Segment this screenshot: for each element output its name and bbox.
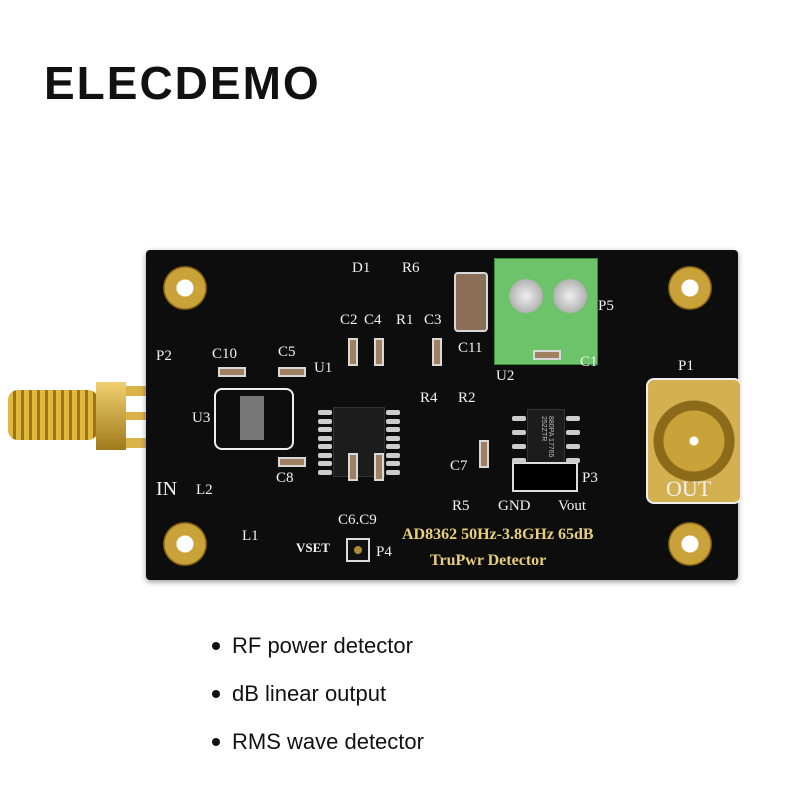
chip-pin [386, 452, 400, 458]
mounting-hole [163, 266, 207, 310]
chip-pin [318, 444, 332, 449]
feature-text: dB linear output [232, 681, 387, 706]
label-in: IN [156, 478, 178, 500]
label-p5: P5 [598, 298, 614, 314]
label-p4: P4 [376, 544, 392, 560]
chip-pin [386, 427, 400, 432]
label-p1: P1 [678, 358, 694, 374]
label-p3: P3 [582, 470, 598, 486]
chip-u1 [333, 407, 385, 477]
bullet-icon [212, 738, 220, 746]
chip-u2: 880PA 17765 252ZTR [527, 409, 565, 471]
label-out: OUT [666, 476, 712, 501]
capacitor-c11 [454, 272, 488, 332]
label-l1: L1 [242, 528, 259, 544]
mounting-hole [668, 266, 712, 310]
chip-pin [512, 444, 526, 449]
label-c11: C11 [458, 340, 483, 356]
label-gnd: GND [498, 498, 531, 514]
chip-pin [386, 461, 400, 466]
chip-pin [318, 427, 332, 432]
label-u2: U2 [496, 368, 515, 384]
feature-text: RF power detector [232, 633, 413, 658]
chip-pin [386, 410, 400, 415]
terminal-block [494, 258, 598, 365]
sma-input-connector [8, 382, 160, 452]
feature-item: RF power detector [212, 622, 424, 670]
label-c6-c9: C6.C9 [338, 512, 377, 528]
feature-item: RMS wave detector [212, 718, 424, 766]
feature-item: dB linear output [212, 670, 424, 718]
label-l2: L2 [196, 482, 213, 498]
chip-pin [566, 444, 580, 449]
mounting-hole [668, 522, 712, 566]
label-r5: R5 [452, 498, 470, 514]
chip-pin [512, 416, 526, 421]
label-r6: R6 [402, 260, 420, 276]
label-c5: C5 [278, 344, 296, 360]
chip-pin [318, 418, 332, 424]
chip-pin [318, 410, 332, 415]
label-c8: C8 [276, 470, 294, 486]
transformer-u3 [214, 388, 294, 450]
label-c10: C10 [212, 346, 238, 362]
label-p2: P2 [156, 348, 172, 364]
label-c2: C2 [340, 312, 358, 328]
chip-pin [318, 461, 332, 466]
chip-pin [566, 430, 580, 435]
label-vset: VSET [296, 540, 330, 555]
label-c7: C7 [450, 458, 468, 474]
chip-pin [386, 435, 400, 441]
board-subtitle: TruPwr Detector [430, 552, 547, 569]
chip-pin [386, 418, 400, 424]
chip-pin [386, 444, 400, 449]
feature-list: RF power detector dB linear output RMS w… [212, 622, 424, 766]
sma-output-connector [646, 378, 742, 504]
label-u3: U3 [192, 410, 211, 426]
chip-pin [512, 430, 526, 435]
feature-text: RMS wave detector [232, 729, 424, 754]
chip-marking: 880PA 17765 252ZTR [540, 416, 554, 458]
board-title: AD8362 50Hz-3.8GHz 65dB [402, 526, 594, 543]
mounting-hole [163, 522, 207, 566]
brand-logo: ELECDEMO [44, 57, 321, 109]
pcb-board: 880PA 17765 252ZTR D1 R6 C2 C4 R1 C3 C11… [146, 250, 742, 580]
label-vout: Vout [558, 498, 587, 514]
label-u1: U1 [314, 360, 333, 376]
header-p3 [512, 462, 578, 492]
chip-pin [512, 458, 526, 463]
chip-pin [386, 469, 400, 475]
label-r2: R2 [458, 390, 476, 406]
label-d1: D1 [352, 260, 371, 276]
label-r1: R1 [396, 312, 414, 328]
bullet-icon [212, 690, 220, 698]
chip-pin [318, 469, 332, 475]
chip-pin [566, 416, 580, 421]
bullet-icon [212, 642, 220, 650]
label-c1: C1 [580, 354, 598, 370]
test-pad-p4 [346, 538, 370, 562]
label-r4: R4 [420, 390, 438, 406]
label-c4: C4 [364, 312, 382, 328]
chip-pin [566, 458, 580, 463]
label-c3: C3 [424, 312, 442, 328]
chip-pin [318, 435, 332, 441]
chip-pin [318, 452, 332, 458]
